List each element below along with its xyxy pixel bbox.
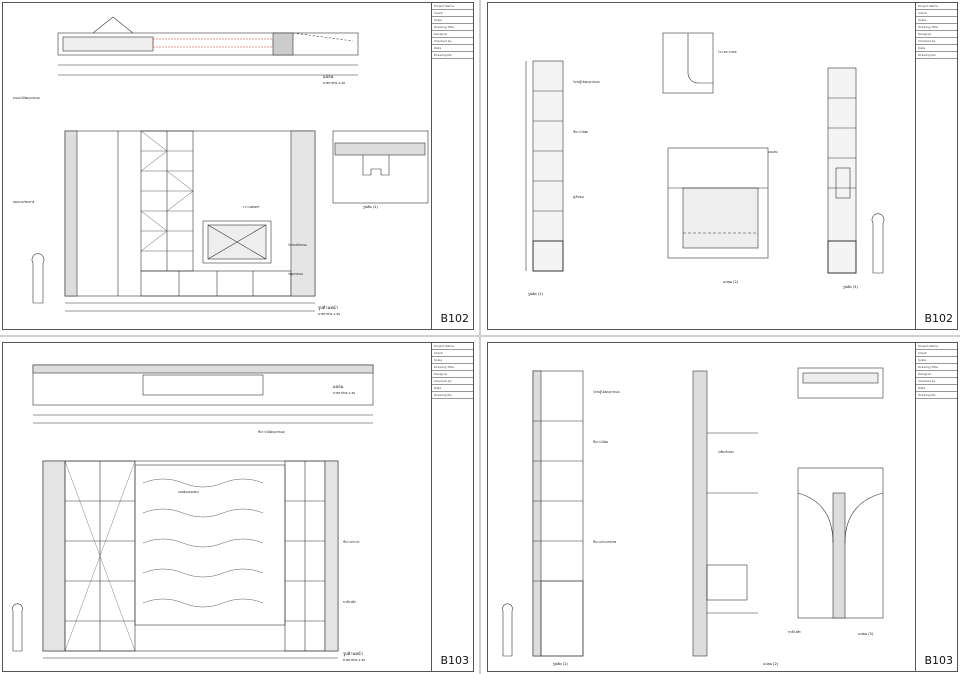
sheet-bottom-right: รูปตัด (1) แปลน (2) แปลน (3) โครงตู้ไม้อ… <box>487 342 958 672</box>
tb-row: Scale <box>432 17 473 24</box>
sheet-bottom-left: แปลน มาตราส่วน 1:20 ชั้นวางไม้อัดบุลามิเ… <box>2 342 474 672</box>
tb-row: Drawing Title <box>432 24 473 31</box>
tb-row: Checked by <box>432 378 473 385</box>
tb-row: Checked by <box>916 38 957 45</box>
tb-row: Designer <box>432 371 473 378</box>
label-sec-c: รูปตัด (3) <box>843 285 858 289</box>
tb-row: Client <box>432 350 473 357</box>
svg-text:โครงตู้ไม้อัดบุลามิเนต: โครงตู้ไม้อัดบุลามิเนต <box>593 390 620 395</box>
svg-text:โครงเหล็กกล่อง: โครงเหล็กกล่อง <box>288 242 308 247</box>
tb-row: Client <box>916 10 957 17</box>
tb-row: Checked by <box>916 378 957 385</box>
svg-text:ชั้นวางไม้อัด: ชั้นวางไม้อัด <box>573 130 588 134</box>
svg-text:ชั้นวางกระจกนิรภัย: ชั้นวางกระจกนิรภัย <box>593 540 617 544</box>
titleblock: Project Name Client Scale Drawing Title … <box>431 343 473 671</box>
titleblock: Project Name Client Scale Drawing Title … <box>915 3 957 329</box>
titleblock: Project Name Client Scale Drawing Title … <box>915 343 957 671</box>
svg-text:ผนังฉาบเรียบทาสี: ผนังฉาบเรียบทาสี <box>13 200 34 204</box>
svg-text:ผนังเดิม: ผนังเดิม <box>768 150 778 154</box>
tb-row: Project Name <box>916 343 957 350</box>
titleblock: Project Name Client Scale Drawing Title … <box>431 3 473 329</box>
tb-row: Designer <box>916 371 957 378</box>
svg-text:ขาตั้งเหล็ก: ขาตั้งเหล็ก <box>343 599 356 604</box>
svg-text:ตกแต่งไม้อัดบุลามิเนต: ตกแต่งไม้อัดบุลามิเนต <box>13 96 40 101</box>
label-plan-scale: มาตราส่วน 1:20 <box>333 391 355 395</box>
tb-row: Drawing No. <box>916 392 957 399</box>
tb-row: Project Name <box>432 3 473 10</box>
tb-row: Project Name <box>916 3 957 10</box>
sheet-top-right: รูปตัด (1) แปลน (2) รูปตัด (3) โครงตู้ไม… <box>487 2 958 330</box>
svg-text:แผ่นหินอ่อนเทียม: แผ่นหินอ่อนเทียม <box>178 490 199 494</box>
tb-row: Drawing Title <box>916 364 957 371</box>
tb-row: Scale <box>916 357 957 364</box>
tb-row: Date <box>432 45 473 52</box>
label-plan: แปลน <box>333 384 344 389</box>
tb-row: Drawing No. <box>916 52 957 59</box>
label-plan-scale: มาตราส่วน 1:20 <box>323 81 345 85</box>
svg-text:ไฟ LED STRIP: ไฟ LED STRIP <box>717 50 737 54</box>
label-sec-a: รูปตัด (1) <box>528 292 543 296</box>
tb-row: Client <box>432 10 473 17</box>
tb-row: Drawing No. <box>432 392 473 399</box>
label-plan: แปลน <box>323 74 334 79</box>
gutter-vertical <box>479 0 481 674</box>
tb-row: Drawing No. <box>432 52 473 59</box>
label-sec-b: แปลน (2) <box>723 280 739 284</box>
tb-row: Date <box>916 45 957 52</box>
svg-text:ชั้นวางไม้อัด: ชั้นวางไม้อัด <box>593 440 608 444</box>
tb-row: Checked by <box>432 38 473 45</box>
tb-row: Date <box>432 385 473 392</box>
sheet-number: B102 <box>924 312 953 325</box>
svg-text:เหล็กเส้นกลม: เหล็กเส้นกลม <box>718 449 734 454</box>
tb-row: Client <box>916 350 957 357</box>
label-sec-c: แปลน (3) <box>858 632 874 636</box>
label-sec-a: รูปตัด (1) <box>553 662 568 666</box>
svg-text:วัสดุลามิเนต: วัสดุลามิเนต <box>288 272 304 277</box>
gutter-horizontal <box>0 335 960 337</box>
svg-text:โครงตู้ไม้อัดบุลามิเนต: โครงตู้ไม้อัดบุลามิเนต <box>573 80 600 85</box>
drawing-tv-wall: แปลน มาตราส่วน 1:20 ตก <box>13 16 429 316</box>
drawing-shelving-wall: แปลน มาตราส่วน 1:20 ชั้นวางไม้อัดบุลามิเ… <box>12 364 374 662</box>
svg-text:ชั้นวางไม้อัดบุลามิเนต: ชั้นวางไม้อัดบุลามิเนต <box>258 430 285 435</box>
sheet-number: B103 <box>924 654 953 667</box>
label-sec-b: แปลน (2) <box>763 662 779 666</box>
tb-row: Designer <box>432 31 473 38</box>
sheet-number: B103 <box>440 654 469 667</box>
drawing-shelf-sections: รูปตัด (1) แปลน (2) แปลน (3) โครงตู้ไม้อ… <box>502 367 884 666</box>
label-elevation-scale: มาตราส่วน 1:20 <box>318 312 340 316</box>
tb-row: Scale <box>432 357 473 364</box>
label-elevation: รูปด้านหน้า <box>343 651 363 657</box>
label-elevation: รูปด้านหน้า <box>318 305 338 311</box>
label-elevation-scale: มาตราส่วน 1:20 <box>343 658 365 662</box>
tb-row: Date <box>916 385 957 392</box>
tb-row: Drawing Title <box>432 364 473 371</box>
tb-row: Designer <box>916 31 957 38</box>
tb-row: Project Name <box>432 343 473 350</box>
label-section: รูปตัด (1) <box>363 205 378 209</box>
sheet-top-left: แปลน มาตราส่วน 1:20 ตก <box>2 2 474 330</box>
svg-text:ขาตั้งเหล็ก: ขาตั้งเหล็ก <box>788 629 801 634</box>
svg-text:ตู้เก็บของ: ตู้เก็บของ <box>573 194 585 199</box>
svg-text:ชั้นวางกระจก: ชั้นวางกระจก <box>343 540 360 544</box>
tb-row: Scale <box>916 17 957 24</box>
drawing-cabinet-sections: รูปตัด (1) แปลน (2) รูปตัด (3) โครงตู้ไม… <box>525 32 885 296</box>
sheet-number: B102 <box>440 312 469 325</box>
tb-row: Drawing Title <box>916 24 957 31</box>
svg-text:TV CABINET: TV CABINET <box>242 205 260 209</box>
